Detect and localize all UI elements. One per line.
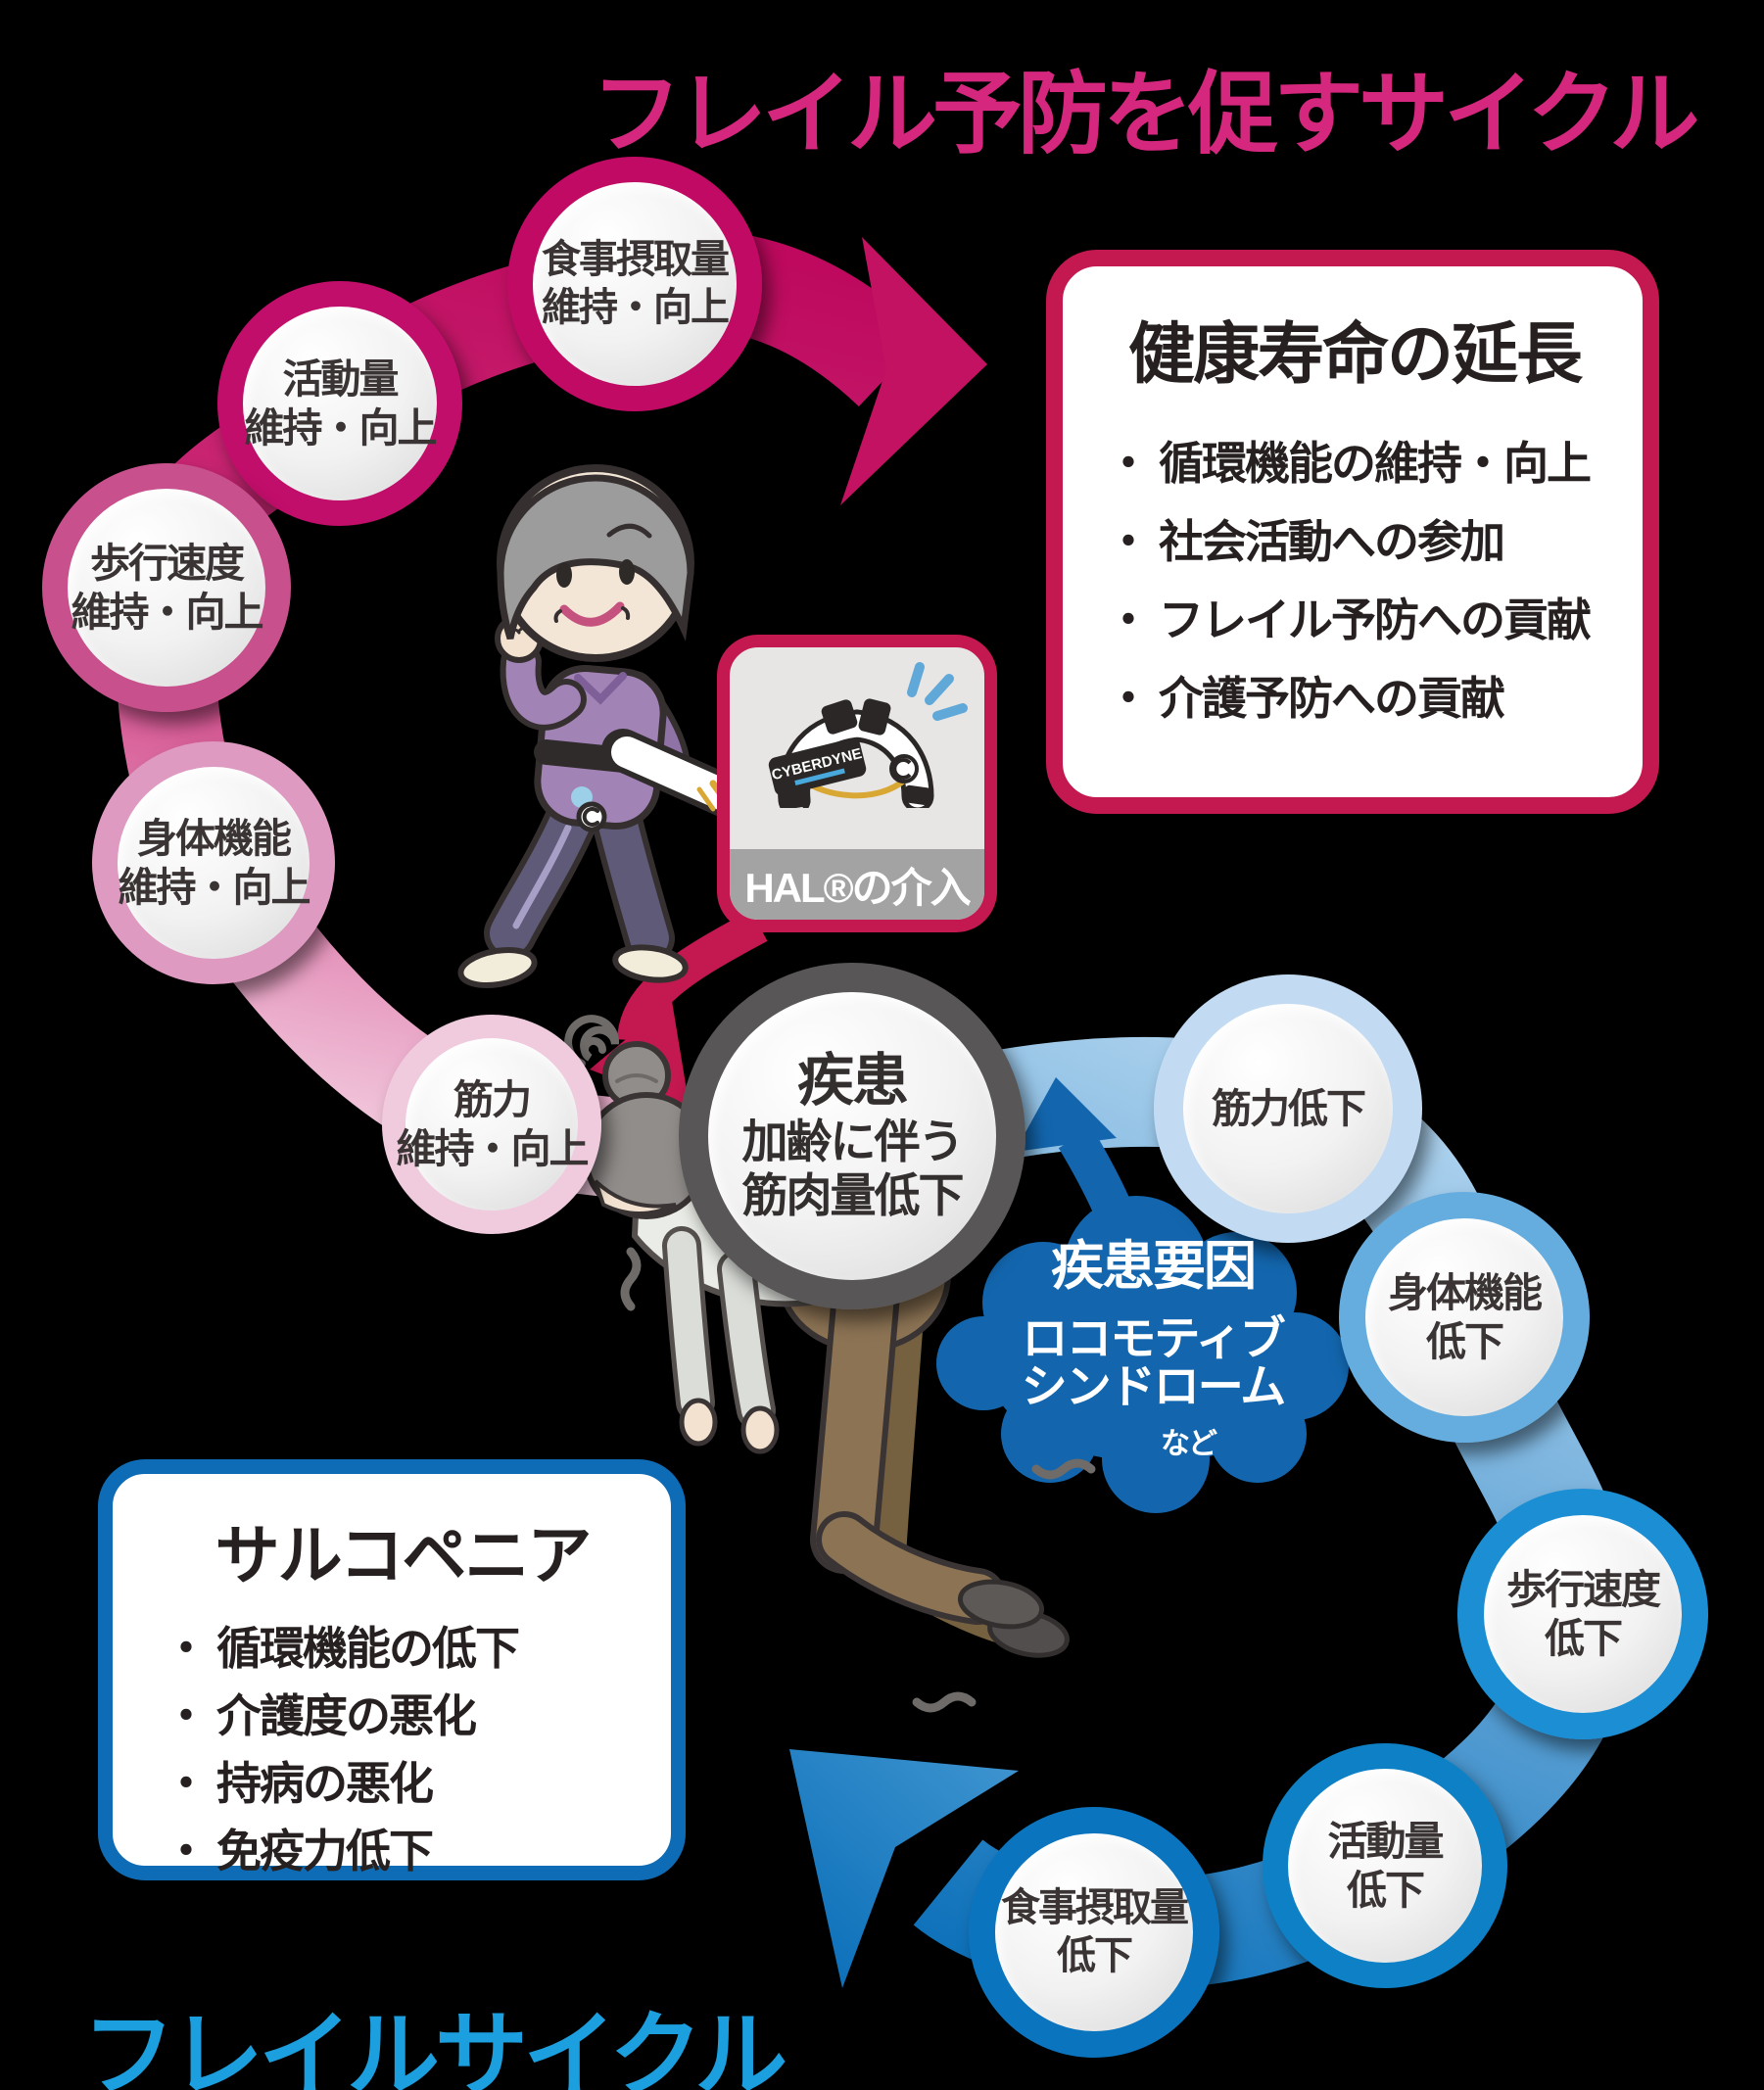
list-item: ・社会活動への参加 <box>1106 516 1505 568</box>
list-item: ・免疫力低下 <box>164 1826 434 1876</box>
prevention-node-physical-function: 身体機能 維持・向上 <box>92 741 335 984</box>
prevention-node-gait-speed: 歩行速度 維持・向上 <box>42 463 291 712</box>
frailty-node-gait-decline: 歩行速度 低下 <box>1457 1489 1708 1739</box>
dizzy-spiral-icon <box>564 1015 620 1068</box>
hal-device-illustration: CYBERDYNE <box>730 647 984 849</box>
frailty-node-activity-decline: 活動量 低下 <box>1263 1743 1507 1988</box>
disease-factor-cloud <box>936 1196 1349 1513</box>
sarcopenia-list: ・循環機能の低下 ・介護度の悪化 ・持病の悪化 ・免疫力低下 <box>164 1615 642 1885</box>
list-item: ・介護度の悪化 <box>164 1690 477 1741</box>
walking-woman-illustration <box>457 464 758 988</box>
prevention-node-activity: 活動量 維持・向上 <box>217 281 462 526</box>
tremor-icon <box>912 1691 977 1713</box>
frailty-node-muscle-weakness: 筋力低下 <box>1154 974 1422 1243</box>
healthy-longevity-panel: 健康寿命の延長 ・循環機能の維持・向上 ・社会活動への参加 ・フレイル予防への貢… <box>1046 250 1659 814</box>
frailty-arrow-icon <box>789 1749 1019 1988</box>
frailty-node-physical-decline: 身体機能 低下 <box>1339 1192 1590 1443</box>
hal-label: HAL®の介入 <box>730 849 984 920</box>
prevention-node-meal-intake: 食事摂取量 維持・向上 <box>507 157 762 411</box>
list-item: ・循環機能の維持・向上 <box>1106 438 1592 489</box>
list-item: ・持病の悪化 <box>164 1758 434 1809</box>
frailty-cycle-title: フレイルサイクル <box>82 2004 787 2090</box>
disease-arrowhead-icon <box>1015 1077 1117 1152</box>
hal-brand-label: CYBERDYNE <box>768 737 867 796</box>
sparkle-icon <box>907 662 968 721</box>
list-item: ・循環機能の低下 <box>164 1623 520 1674</box>
tremor-icon <box>620 1247 642 1311</box>
panel-title: サルコペニア <box>215 1519 593 1591</box>
hal-intervention-box: CYBERDYNE HAL®の介入 <box>717 635 997 932</box>
disease-factor-cloud-text: 疾患要因 ロコモティブ シンドローム など <box>1021 1237 1287 1460</box>
panel-title: 健康寿命の延長 <box>1127 317 1583 392</box>
tremor-icon <box>1031 1458 1096 1480</box>
prevention-node-muscle-strength: 筋力 維持・向上 <box>382 1015 601 1234</box>
sarcopenia-panel: サルコペニア ・循環機能の低下 ・介護度の悪化 ・持病の悪化 ・免疫力低下 <box>98 1459 686 1880</box>
frailty-node-meal-decline: 食事摂取量 低下 <box>969 1807 1219 2058</box>
outcome-list: ・循環機能の維持・向上 ・社会活動への参加 ・フレイル予防への貢献 ・介護予防へ… <box>1106 424 1603 737</box>
list-item: ・フレイル予防への貢献 <box>1106 594 1592 646</box>
page-title: フレイル予防を促すサイクル <box>592 65 1699 165</box>
prevention-arrow-icon <box>840 237 987 505</box>
list-item: ・介護予防への貢献 <box>1106 673 1505 725</box>
